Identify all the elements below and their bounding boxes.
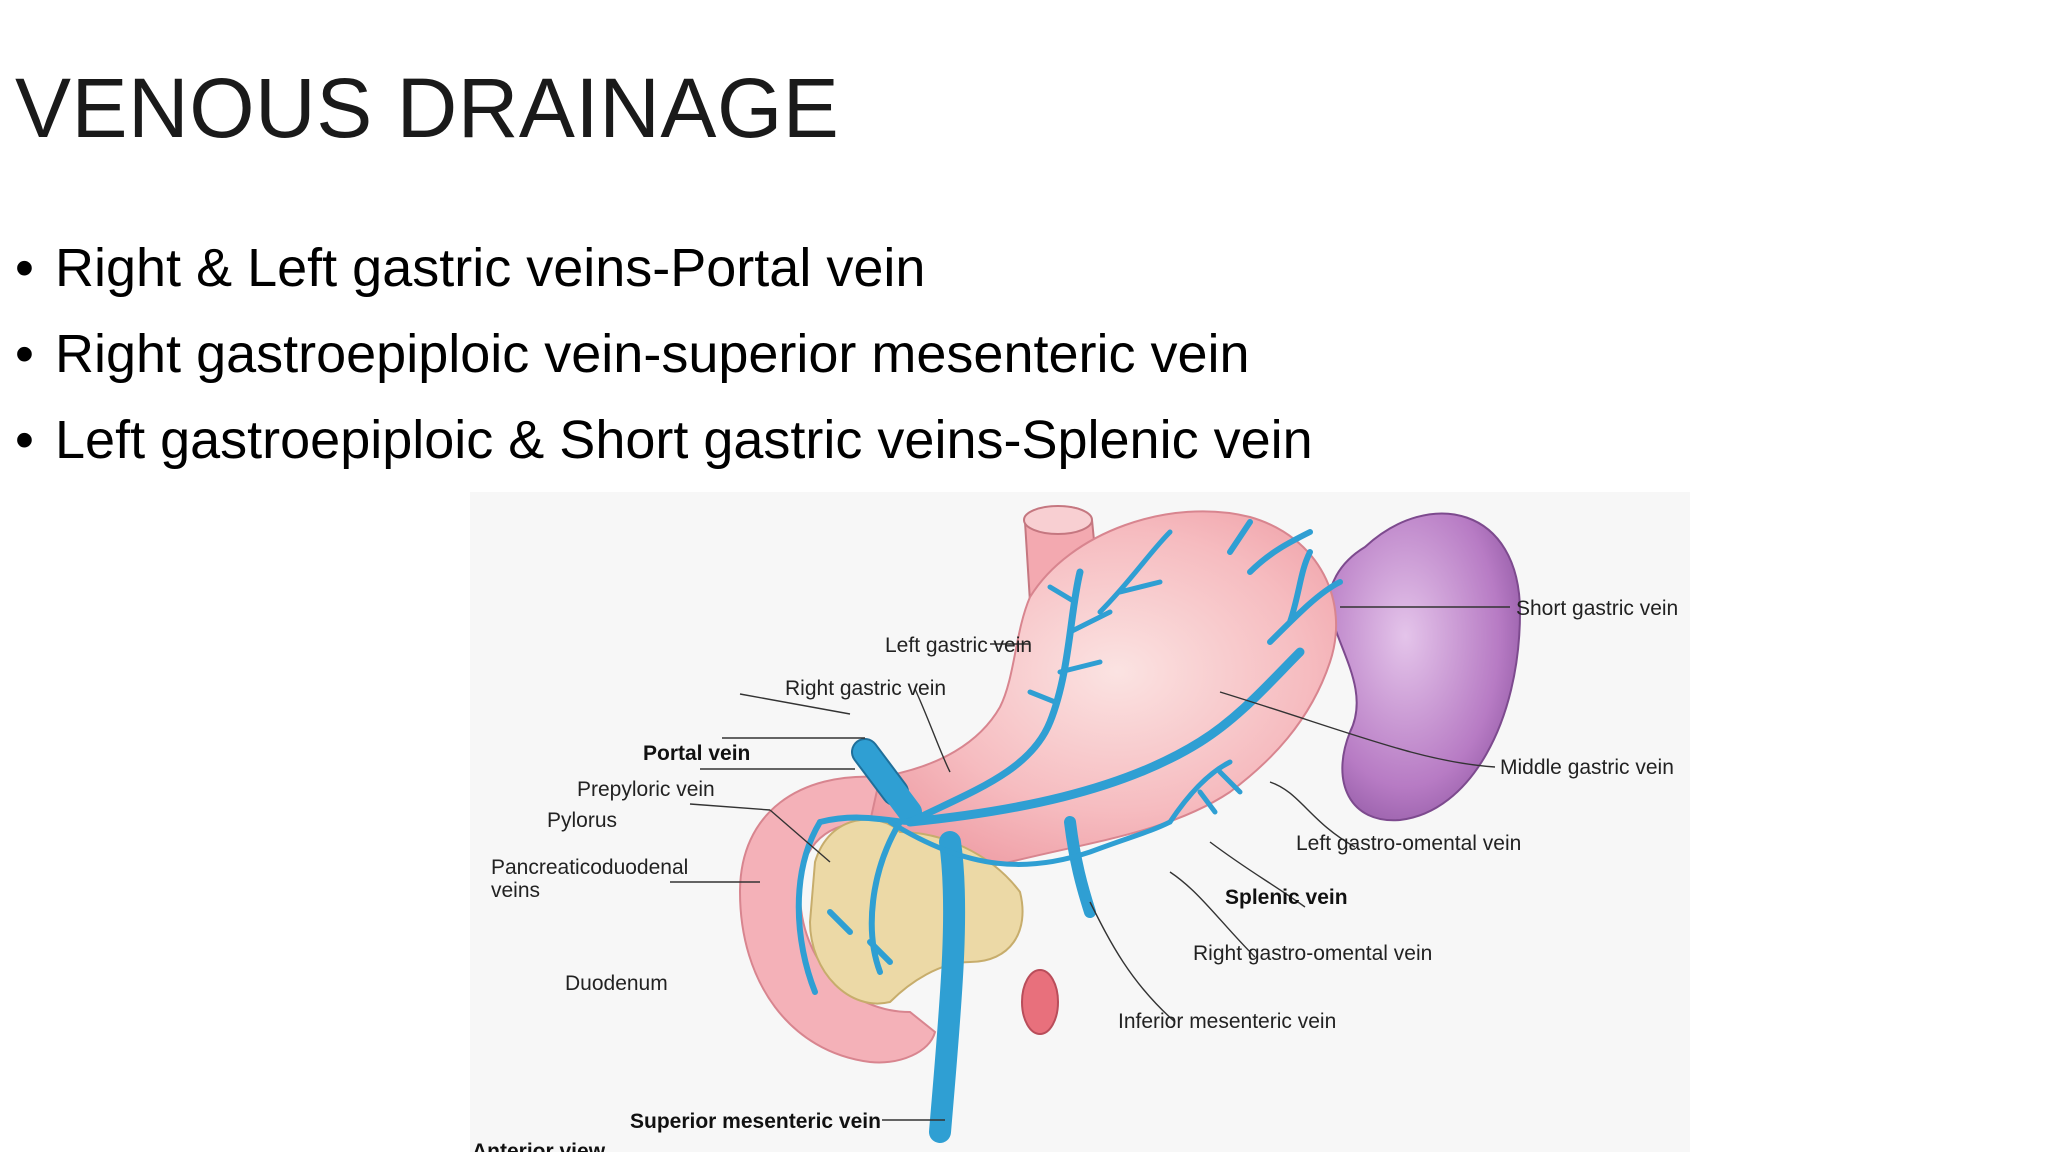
label-left-gastric-vein: Left gastric vein — [885, 634, 1032, 657]
label-inferior-mesenteric-vein: Inferior mesenteric vein — [1118, 1010, 1336, 1033]
label-duodenum: Duodenum — [565, 972, 668, 995]
leader-lines — [670, 606, 1510, 1121]
label-portal-vein: Portal vein — [643, 742, 750, 765]
label-pancreaticoduodenal-veins: veins — [491, 879, 540, 902]
label-anterior-view: Anterior view — [472, 1140, 606, 1152]
spleen-shape — [1328, 512, 1522, 822]
label-prepyloric-vein: Prepyloric vein — [577, 778, 715, 801]
stomach-venous-drainage-figure: Left gastric vein Right gastric vein Por… — [470, 492, 1690, 1152]
stomach-shape — [848, 510, 1338, 869]
bullet-glyph: • — [15, 324, 34, 384]
label-middle-gastric-vein: Middle gastric vein — [1500, 756, 1674, 779]
bullet-glyph: • — [15, 410, 34, 470]
bullet-item: • Left gastroepiploic & Short gastric vei… — [15, 404, 1313, 490]
bullet-item: • Right & Left gastric veins-Portal vein — [15, 232, 1313, 318]
bullet-item: • Right gastroepiploic vein-superior mese… — [15, 318, 1313, 404]
bullet-text: Left gastroepiploic & Short gastric vein… — [55, 410, 1313, 470]
label-short-gastric-vein: Short gastric vein — [1516, 597, 1678, 620]
label-right-gastro-omental-vein: Right gastro-omental vein — [1193, 942, 1432, 965]
label-pancreaticoduodenal: Pancreaticoduodenal — [491, 856, 688, 879]
label-superior-mesenteric-vein: Superior mesenteric vein — [630, 1110, 881, 1133]
vein-network — [795, 519, 1343, 1143]
bullet-list: •Right & Left gastric veins-Portal vein … — [15, 232, 1313, 490]
bullet-text: Right gastroepiploic vein-superior mesen… — [55, 324, 1250, 384]
label-pylorus: Pylorus — [547, 809, 617, 832]
label-right-gastric-vein: Right gastric vein — [785, 677, 946, 700]
bullet-text: Right & Left gastric veins-Portal vein — [55, 238, 926, 298]
label-splenic-vein: Splenic vein — [1225, 886, 1348, 909]
slide-title: VENOUS DRAINAGE — [15, 61, 840, 155]
anatomy-illustration: Left gastric vein Right gastric vein Por… — [472, 505, 1678, 1152]
label-left-gastro-omental-vein: Left gastro-omental vein — [1296, 832, 1521, 855]
bullet-glyph: • — [15, 238, 34, 298]
